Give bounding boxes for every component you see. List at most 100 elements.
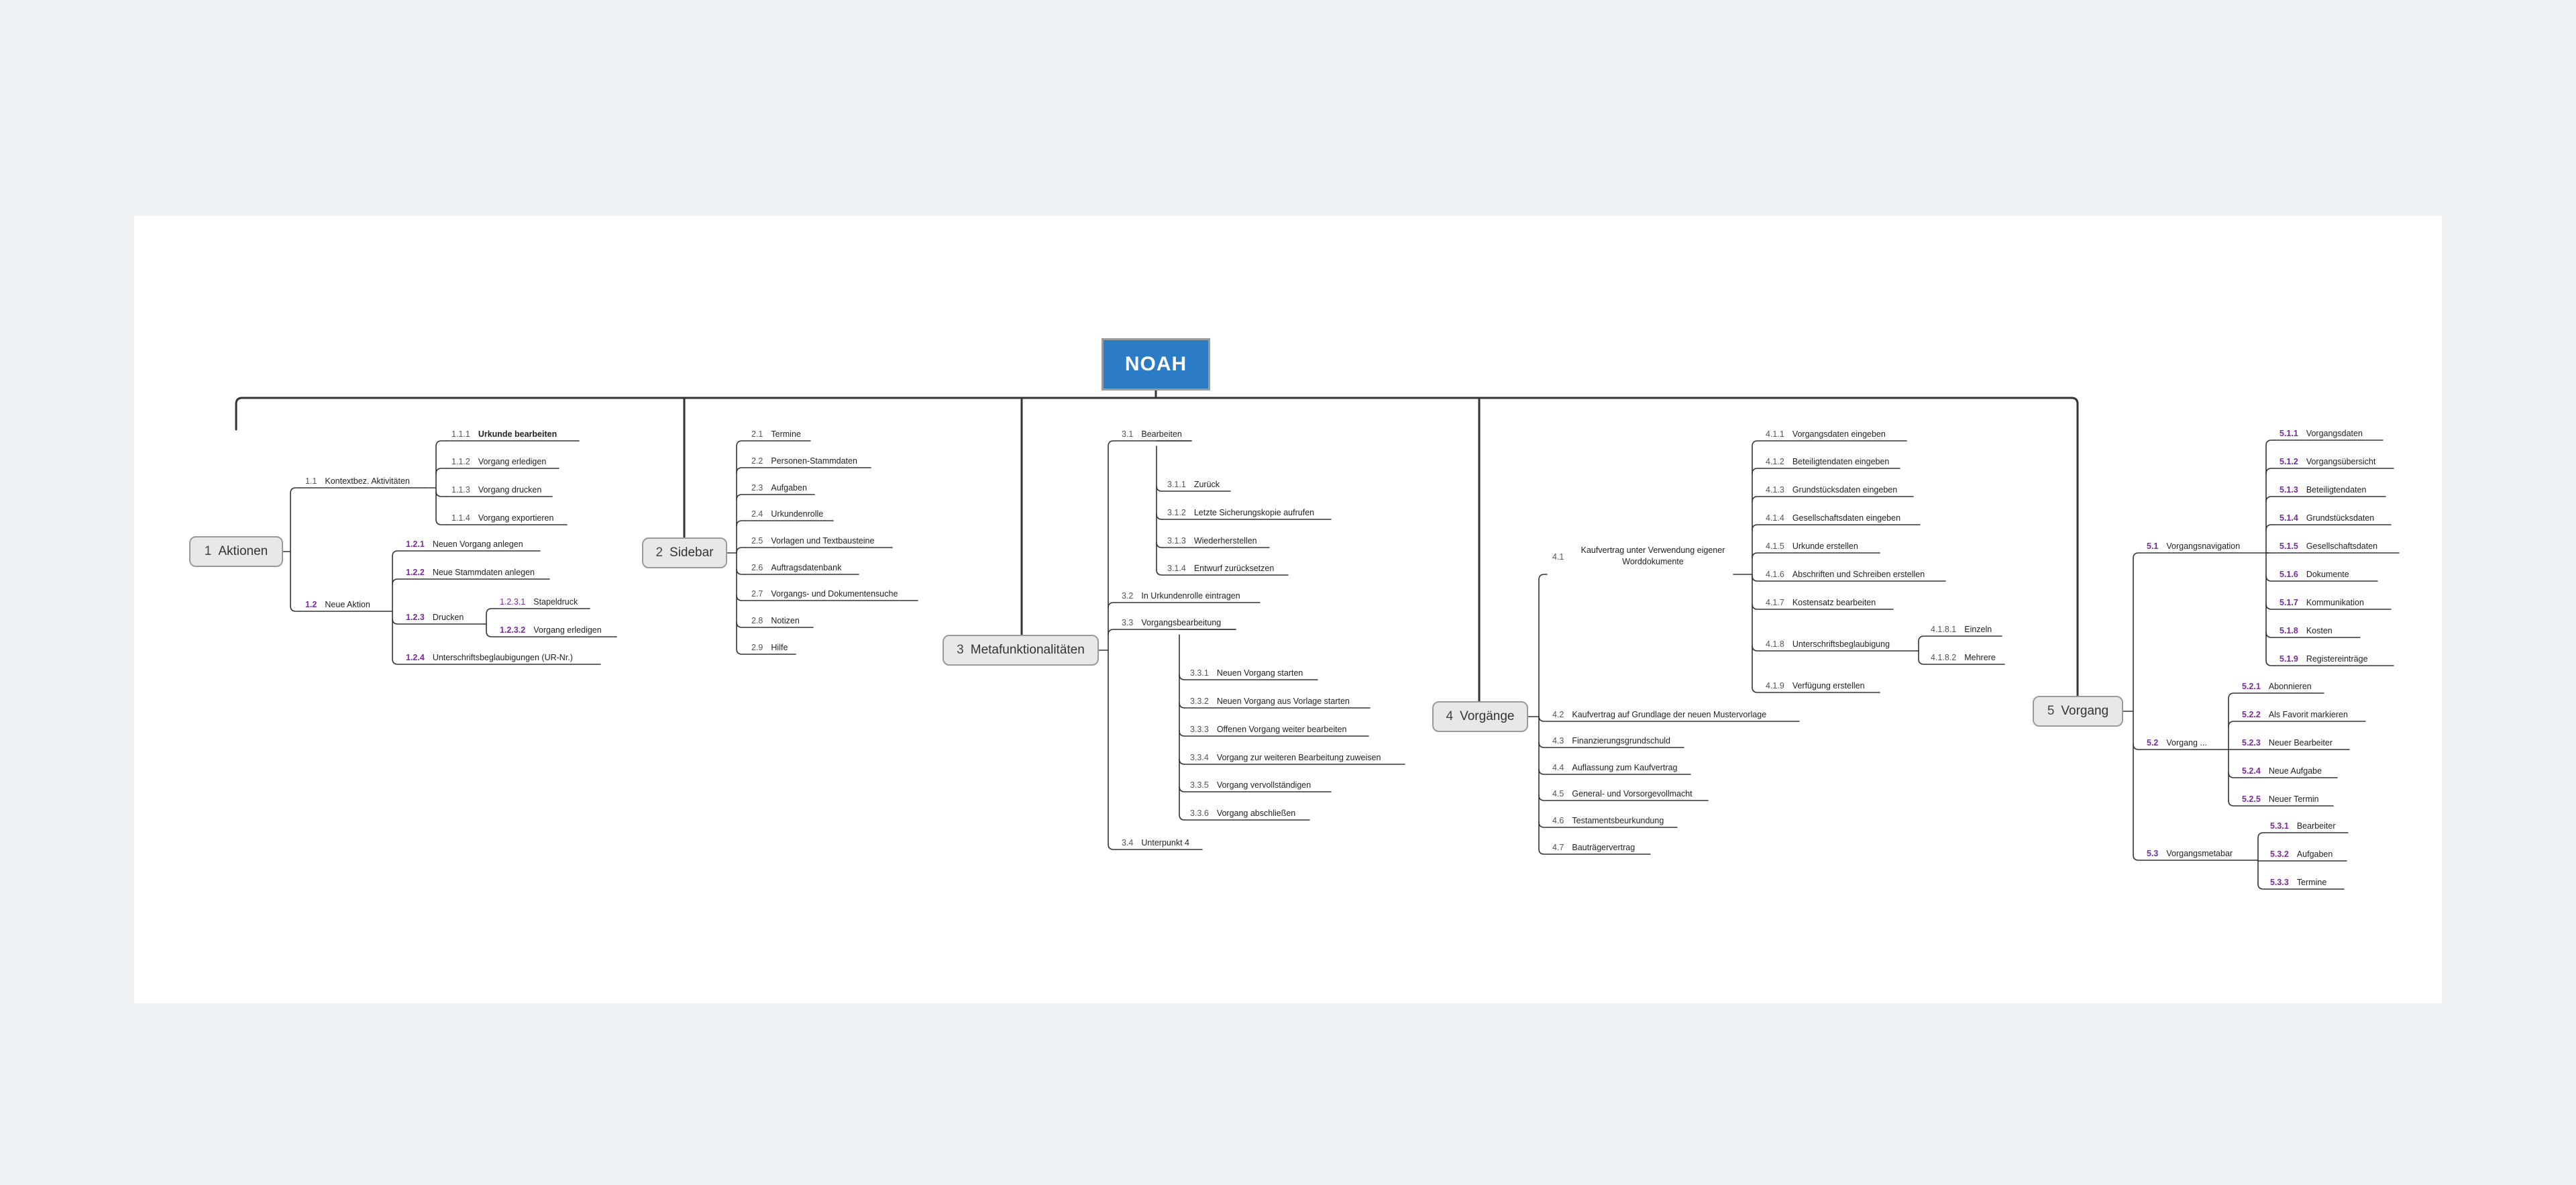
topic-number: 5.2.5 <box>2242 794 2261 804</box>
topic-neuer-termin[interactable]: 5.2.5 Neuer Termin <box>2242 794 2319 806</box>
topic-number: 4.1.4 <box>1766 513 1784 523</box>
topic-text: Vorgang zur weiteren Bearbeitung zuweise… <box>1216 753 1381 762</box>
topic-number: 5 <box>2047 704 2055 718</box>
topic-text: Urkunde bearbeiten <box>478 429 557 439</box>
topic-vorgang-zur-weiteren-bearbeitung-zuweisen[interactable]: 3.3.4 Vorgang zur weiteren Bearbeitung zu… <box>1190 752 1381 764</box>
topic-text: Auftragsdatenbank <box>771 563 842 572</box>
topic-text: Neuer Termin <box>2268 794 2319 804</box>
topic-text: Bearbeiter <box>2296 821 2336 831</box>
topic-number: 3.3.4 <box>1190 753 1209 762</box>
topic-number: 3.1.4 <box>1167 564 1186 573</box>
topic-text: In Urkundenrolle eintragen <box>1141 591 1240 601</box>
topic-number: 4.1.9 <box>1766 681 1784 690</box>
topic-number: 5.3.2 <box>2270 849 2289 859</box>
topic-number: 5.1.2 <box>2279 457 2298 466</box>
topic-text: Grundstücksdaten eingeben <box>1792 485 1898 495</box>
root-node[interactable]: NOAH <box>1102 338 1210 391</box>
topic-number: 1.2.2 <box>406 568 425 577</box>
topic-text: Bauträgervertrag <box>1572 843 1635 852</box>
topic-number: 3 <box>957 643 964 657</box>
topic-text: Vorgangsdaten <box>2306 429 2363 438</box>
topic-text: Auflassung zum Kaufvertrag <box>1572 763 1678 772</box>
topic-text: Grundstücksdaten <box>2306 513 2375 523</box>
